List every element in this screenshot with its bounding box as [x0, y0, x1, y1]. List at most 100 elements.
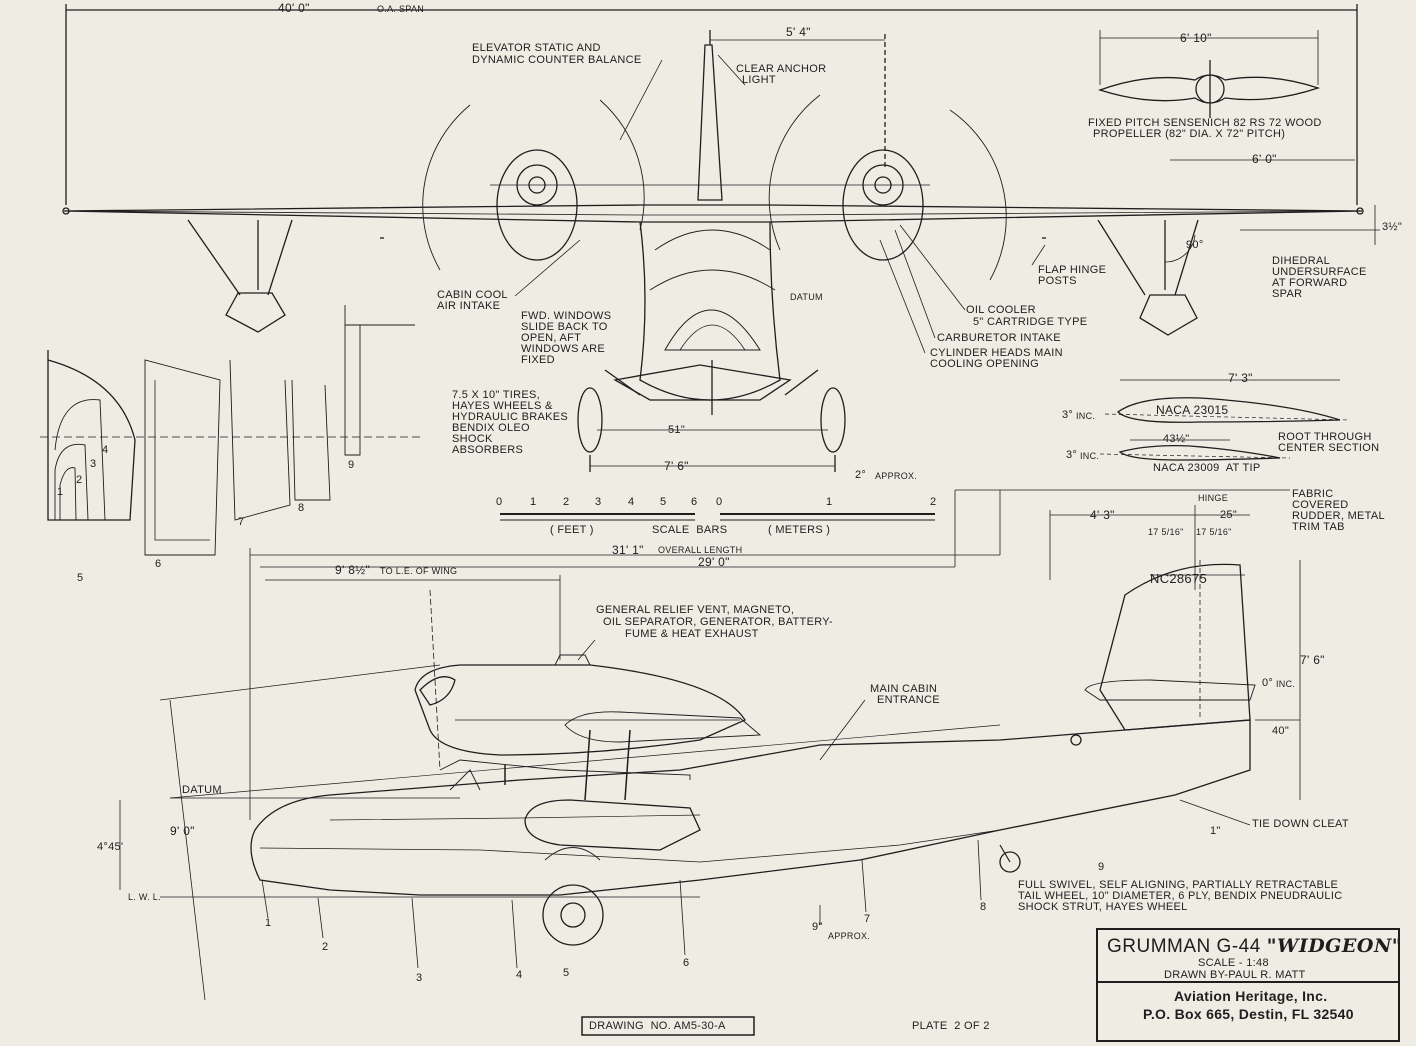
station-6: 6: [683, 957, 690, 969]
tailwheel-note-3: SHOCK STRUT, HAYES WHEEL: [1018, 901, 1188, 913]
windows-note-2: SLIDE BACK TO: [521, 321, 608, 333]
wheel-gap-dim: 51": [668, 424, 686, 436]
root-inc-label: INC.: [1076, 411, 1096, 421]
tie-down-cleat: TIE DOWN CLEAT: [1252, 818, 1349, 830]
windows-note-1: FWD. WINDOWS: [521, 310, 612, 322]
carb-intake: CARBURETOR INTAKE: [937, 332, 1061, 344]
fabric-note-2: COVERED: [1292, 499, 1349, 511]
gear-drop-note: APPROX.: [828, 931, 871, 941]
oil-cooler-1: OIL COOLER: [966, 304, 1036, 316]
tailwheel-note-1: FULL SWIVEL, SELF ALIGNING, PARTIALLY RE…: [1018, 879, 1339, 891]
tail-height: 7' 6": [1300, 653, 1325, 667]
toe-angle: 2°: [855, 469, 867, 481]
tip-inc-label: INC.: [1080, 451, 1100, 461]
anchor-light-line2: LIGHT: [742, 74, 776, 86]
publisher-name: Aviation Heritage, Inc.: [1174, 988, 1328, 1004]
overall-length: 31' 1": [612, 543, 644, 557]
relief-note-2: OIL SEPARATOR, GENERATOR, BATTERY-: [603, 616, 833, 628]
title-name: GRUMMAN G-44 "WIDGEON": [1107, 936, 1402, 957]
aircraft-nickname: "WIDGEON": [1266, 935, 1403, 957]
station-7: 7: [864, 913, 871, 925]
relief-note-3: FUME & HEAT EXHAUST: [625, 628, 759, 640]
stab-inc: 0°: [1262, 677, 1274, 689]
section-4: 4: [102, 444, 109, 456]
airfoil-sections: [1099, 379, 1351, 461]
scale-bar-lines: [500, 513, 935, 521]
scale-caption: SCALE BARS: [652, 524, 728, 536]
section-8: 8: [298, 502, 305, 514]
title-drawn-by: DRAWN BY-PAUL R. MATT: [1164, 969, 1306, 981]
feet-tick-1: 1: [530, 496, 537, 508]
feet-tick-2: 2: [563, 496, 570, 508]
station-9: 9: [1098, 861, 1105, 873]
windows-note-4: WINDOWS ARE: [521, 343, 605, 355]
tires-note-5: SHOCK: [452, 433, 493, 445]
title-scale: SCALE - 1:48: [1198, 957, 1269, 969]
cabin-cool-line2: AIR INTAKE: [437, 300, 501, 312]
dihedral-note-3: AT FORWARD: [1272, 277, 1348, 289]
dihedral-value: 3½": [1382, 221, 1403, 233]
overall-note: OVERALL LENGTH: [658, 545, 743, 555]
cross-sections-drawing: [40, 305, 420, 556]
span-dimension: 40' 0": [278, 1, 310, 15]
feet-tick-0: 0: [496, 496, 503, 508]
rudder-chord: 25": [1220, 509, 1238, 521]
fabric-note-1: FABRIC: [1292, 488, 1334, 500]
section-3: 3: [90, 458, 97, 470]
section-5: 5: [77, 572, 84, 584]
oil-cooler-2: 5" CARTRIDGE TYPE: [973, 316, 1088, 328]
le-note: TO L.E. OF WING: [380, 566, 458, 576]
tail-40-dim: 40": [1272, 725, 1290, 737]
station-2: 2: [322, 941, 329, 953]
tires-note-2: HAYES WHEELS &: [452, 400, 553, 412]
le-distance: 9' 8½": [335, 563, 371, 577]
station-3: 3: [416, 972, 423, 984]
meter-tick-2: 2: [930, 496, 937, 508]
lwl-label: L. W. L.: [128, 892, 161, 902]
prop-note-1: FIXED PITCH SENSENICH 82 RS 72 WOOD: [1088, 117, 1322, 129]
toe-note: APPROX.: [875, 471, 918, 481]
float-span-dim: 6' 0": [1252, 152, 1277, 166]
flap-hinge-1: FLAP HINGE: [1038, 264, 1107, 276]
windows-note-5: FIXED: [521, 354, 555, 366]
feet-tick-3: 3: [595, 496, 602, 508]
section-7: 7: [238, 516, 245, 528]
station-8: 8: [980, 901, 987, 913]
station-4: 4: [516, 969, 523, 981]
tab-dim-b: 17 5/16": [1196, 527, 1232, 537]
root-note-1: ROOT THROUGH: [1278, 431, 1372, 443]
meters-label: ( meters ): [768, 524, 831, 536]
hull-length: 29' 0": [698, 555, 730, 569]
cleat-dim: 1": [1210, 825, 1221, 837]
station-5: 5: [563, 967, 570, 979]
relief-note-1: GENERAL RELIEF VENT, MAGNETO,: [596, 604, 795, 616]
cyl-heads-1: CYLINDER HEADS MAIN: [930, 347, 1063, 359]
height-dim: 9' 0": [170, 824, 195, 838]
feet-tick-5: 5: [660, 496, 667, 508]
tab-dim-a: 17 5/16": [1148, 527, 1184, 537]
root-chord: 7' 3": [1228, 371, 1253, 385]
meter-tick-0: 0: [716, 496, 723, 508]
elevator-note-line2: DYNAMIC COUNTER BALANCE: [472, 54, 642, 66]
nacelle-spacing-dim: 5' 4": [786, 25, 811, 39]
hinge-label: HINGE: [1198, 493, 1229, 503]
root-inc: 3°: [1062, 409, 1074, 421]
elevator-note-line1: ELEVATOR STATIC AND: [472, 42, 601, 54]
span-note: O.A. SPAN: [377, 4, 425, 14]
float-angle: 90°: [1186, 239, 1204, 251]
propeller-drawing: [1097, 30, 1355, 161]
prop-note-2: PROPELLER (82" DIA. X 72" PITCH): [1093, 128, 1286, 140]
plate-number: PLATE 2 of 2: [912, 1020, 990, 1032]
tip-note: NACA 23009 AT TIP: [1153, 462, 1261, 474]
publisher-address: P.O. Box 665, Destin, FL 32540: [1143, 1006, 1354, 1022]
tailwheel-note-2: TAIL WHEEL, 10" DIAMETER, 6 PLY, BENDIX …: [1018, 890, 1343, 902]
tip-chord: 43½": [1163, 433, 1190, 445]
front-datum-label: DATUM: [790, 292, 823, 302]
stab-inc-note: INC.: [1276, 679, 1296, 689]
gear-drop: 9": [812, 921, 823, 933]
root-note-2: CENTER SECTION: [1278, 442, 1380, 454]
feet-label: ( feet ): [550, 524, 594, 536]
dihedral-note-4: SPAR: [1272, 288, 1303, 300]
track-dim: 7' 6": [664, 459, 689, 473]
